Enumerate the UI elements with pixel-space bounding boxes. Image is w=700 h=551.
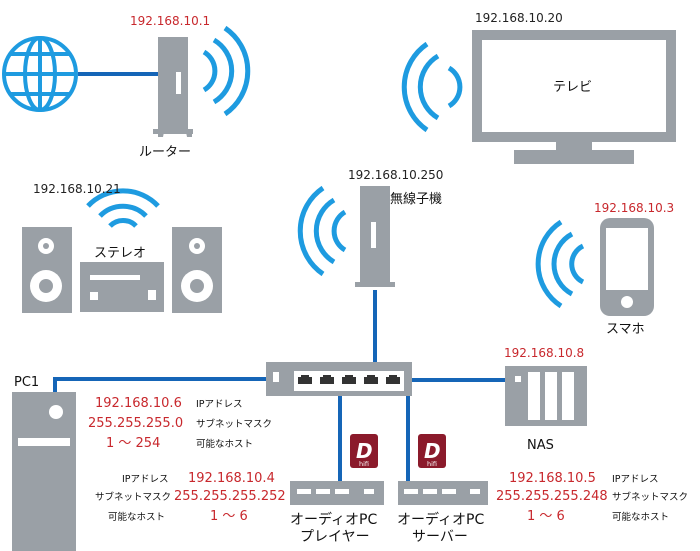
server-ip-caption: IPアドレス	[612, 474, 659, 485]
player-badge-letter: D	[356, 439, 373, 463]
player-badge-text: hifi	[359, 460, 369, 468]
network-cables	[53, 72, 505, 482]
pc1-device	[12, 392, 76, 551]
pc1-hosts: 1 ～ 254	[106, 436, 160, 451]
stereo-wifi-icon	[86, 188, 160, 228]
access-point-wifi-icon	[297, 185, 347, 277]
nas-ip: 192.168.10.8	[504, 346, 584, 360]
player-label-line2: プレイヤー	[300, 529, 370, 545]
pc1-ip: 192.168.10.6	[95, 396, 182, 411]
server-badge-text: hifi	[427, 460, 437, 468]
stereo-ip: 192.168.10.21	[33, 182, 121, 196]
player-hifi-badge: D hifi	[350, 434, 378, 468]
player-label-line1: オーディオPC	[290, 511, 377, 528]
access-point-label: 無線子機	[390, 191, 442, 207]
tv-ip: 192.168.10.20	[475, 11, 563, 25]
server-ip: 192.168.10.5	[509, 471, 596, 486]
pc1-mask: 255.255.255.0	[88, 416, 183, 431]
server-label-line1: オーディオPC	[397, 511, 484, 528]
nas-label: NAS	[527, 438, 554, 453]
stereo-label: ステレオ	[94, 246, 146, 261]
player-mask: 255.255.255.252	[174, 489, 286, 504]
smartphone-wifi-icon	[535, 219, 585, 309]
tv-label: テレビ	[553, 80, 592, 95]
pc1-label: PC1	[14, 375, 39, 390]
player-device	[290, 481, 384, 505]
tv-device	[472, 30, 676, 164]
player-ip-caption: IPアドレス	[122, 474, 169, 485]
player-mask-caption: サブネットマスク	[95, 491, 171, 503]
pc1-ip-caption: IPアドレス	[196, 399, 243, 410]
server-label-line2: サーバー	[412, 529, 468, 545]
server-badge-letter: D	[424, 439, 441, 463]
network-switch-device	[266, 362, 412, 396]
stereo-device	[22, 227, 222, 313]
player-hosts: 1 ～ 6	[210, 509, 248, 524]
access-point-ip: 192.168.10.250	[348, 168, 443, 182]
smartphone-ip: 192.168.10.3	[594, 201, 674, 215]
cable-pc1-switch	[53, 377, 268, 392]
tv-wifi-icon	[401, 41, 463, 133]
router-label: ルーター	[139, 145, 191, 160]
server-mask: 255.255.255.248	[496, 489, 608, 504]
smartphone-label: スマホ	[606, 322, 645, 337]
pc1-mask-caption: サブネットマスク	[196, 418, 272, 430]
server-device	[398, 481, 488, 505]
server-hifi-badge: D hifi	[418, 434, 446, 468]
router-wifi-icon	[202, 25, 251, 117]
server-hosts-caption: 可能なホスト	[612, 511, 669, 523]
access-point-device	[355, 186, 395, 287]
player-hosts-caption: 可能なホスト	[108, 511, 165, 523]
server-mask-caption: サブネットマスク	[612, 491, 688, 503]
player-ip: 192.168.10.4	[188, 471, 275, 486]
pc1-hosts-caption: 可能なホスト	[196, 438, 253, 450]
nas-device	[505, 366, 587, 426]
router-ip: 192.168.10.1	[130, 14, 210, 28]
server-hosts: 1 ～ 6	[527, 509, 565, 524]
smartphone-device	[600, 218, 654, 316]
internet-globe-icon	[2, 36, 78, 112]
router-device	[153, 37, 193, 137]
